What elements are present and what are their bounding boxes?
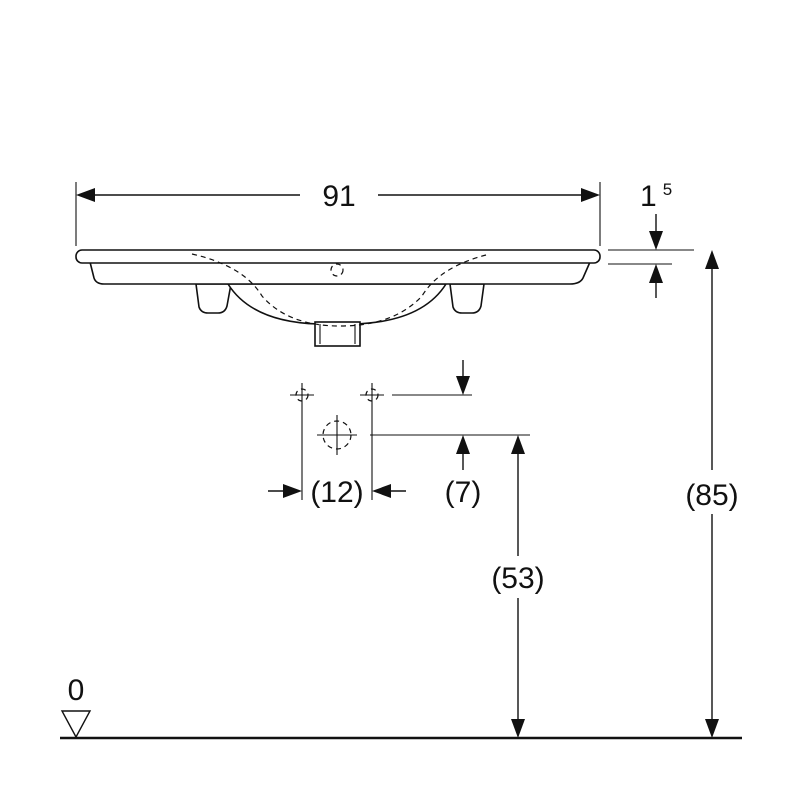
tap-offset-label: (7) bbox=[445, 476, 482, 509]
width-label: 91 bbox=[322, 180, 355, 213]
total-height-dimension: (85) bbox=[685, 250, 739, 738]
waste-height-dimension: (53) bbox=[491, 435, 545, 738]
thickness-label: 1 5 bbox=[640, 180, 672, 213]
floor-level: 0 bbox=[60, 674, 742, 740]
thickness-dimension: 1 5 bbox=[608, 180, 694, 298]
waste-height-label: (53) bbox=[491, 562, 544, 595]
width-dimension: 91 bbox=[75, 180, 601, 246]
floor-level-label: 0 bbox=[68, 674, 85, 707]
tap-spacing-label: (12) bbox=[310, 476, 363, 509]
tap-spacing-dimension: (12) bbox=[268, 476, 406, 509]
total-height-label: (85) bbox=[685, 479, 738, 512]
hole-positions bbox=[290, 383, 530, 500]
tap-offset-dimension: (7) bbox=[445, 360, 482, 509]
washbasin bbox=[75, 249, 601, 347]
floor-level-triangle-icon bbox=[60, 710, 92, 739]
